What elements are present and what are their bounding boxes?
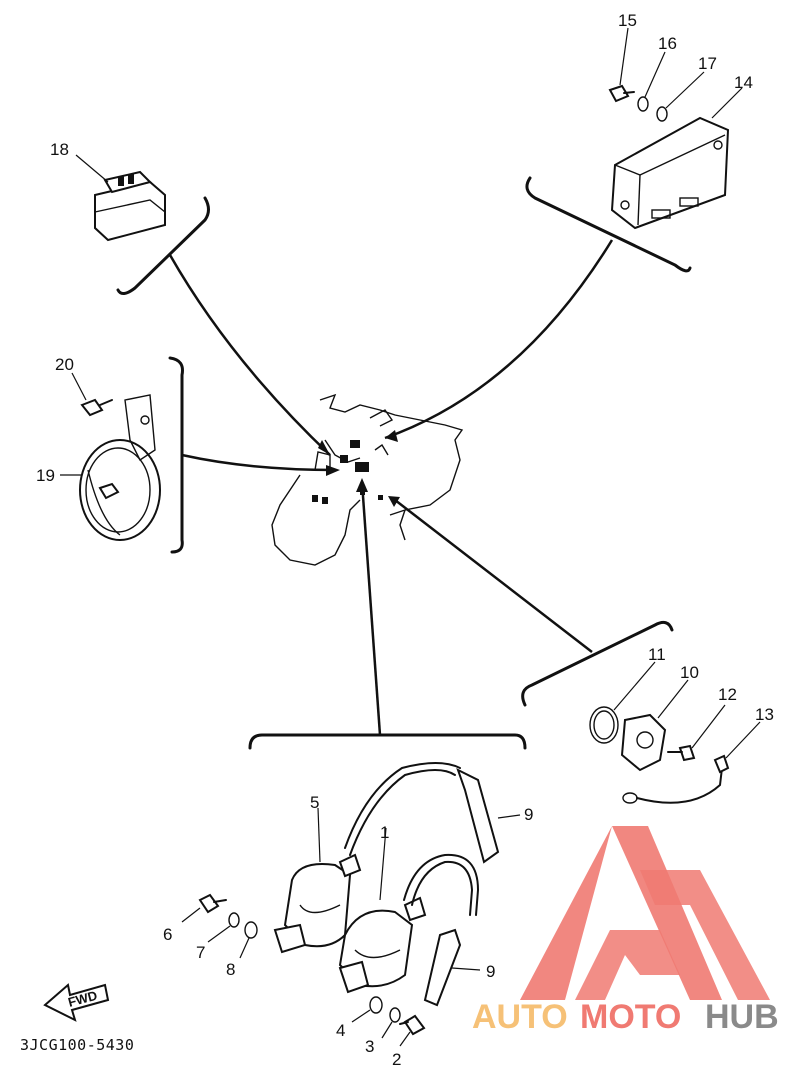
ignition-coil-part-5 [273, 762, 500, 954]
callout-2: 2 [392, 1050, 401, 1069]
callout-3: 3 [365, 1037, 374, 1056]
group-brace-ignition [248, 733, 527, 750]
callout-10: 10 [680, 663, 699, 682]
washer-part-3 [381, 1007, 401, 1039]
callout-6: 6 [163, 925, 172, 944]
automotohub-logo: AUTO MOTO HUB [472, 826, 779, 1036]
group-brace-10 [521, 620, 674, 707]
callout-9a: 9 [524, 805, 533, 824]
callout-9b: 9 [486, 962, 495, 981]
callout-18: 18 [50, 140, 69, 159]
group-brace-19 [168, 356, 184, 554]
screw-part-6 [181, 893, 227, 923]
ignition-coil-part-1 [338, 827, 479, 1007]
o-ring-part-11 [589, 661, 656, 744]
callout-19: 19 [36, 466, 55, 485]
horn-part-19 [60, 394, 161, 541]
group-brace-18 [116, 196, 210, 295]
washer-part-8 [239, 921, 258, 959]
callout-15: 15 [618, 11, 637, 30]
forward-arrow: FWD [43, 983, 110, 1022]
logo-text-hub: HUB [705, 998, 779, 1036]
washer-part-4 [351, 996, 383, 1023]
callout-7: 7 [196, 943, 205, 962]
callout-5: 5 [310, 793, 319, 812]
neutral-switch-part-10 [620, 679, 689, 772]
screw-part-2 [399, 1014, 426, 1047]
callout-20: 20 [55, 355, 74, 374]
callout-14: 14 [734, 73, 753, 92]
callout-17: 17 [698, 54, 717, 73]
callout-11: 11 [648, 645, 666, 664]
callout-8: 8 [226, 960, 235, 979]
diagram-code: 3JCG100-5430 [20, 1036, 134, 1054]
callout-12: 12 [718, 685, 737, 704]
callout-1: 1 [380, 823, 389, 842]
screw-part-12 [667, 704, 726, 762]
control-unit-part-14 [608, 27, 743, 230]
group-brace-14 [525, 176, 692, 273]
logo-text-auto: AUTO [472, 998, 568, 1036]
callout-4: 4 [336, 1021, 345, 1040]
washer-part-7 [207, 912, 240, 943]
connector-lines [168, 239, 614, 736]
callout-13: 13 [755, 705, 774, 724]
lead-wire-part-13 [622, 721, 761, 804]
callout-line-9a [497, 814, 521, 819]
fwd-label: FWD [66, 988, 98, 1010]
bolt-part-20 [71, 372, 113, 417]
relay-part-18 [75, 154, 166, 242]
callout-line-9b [451, 967, 481, 971]
logo-text-moto: MOTO [580, 998, 681, 1036]
callout-16: 16 [658, 34, 677, 53]
